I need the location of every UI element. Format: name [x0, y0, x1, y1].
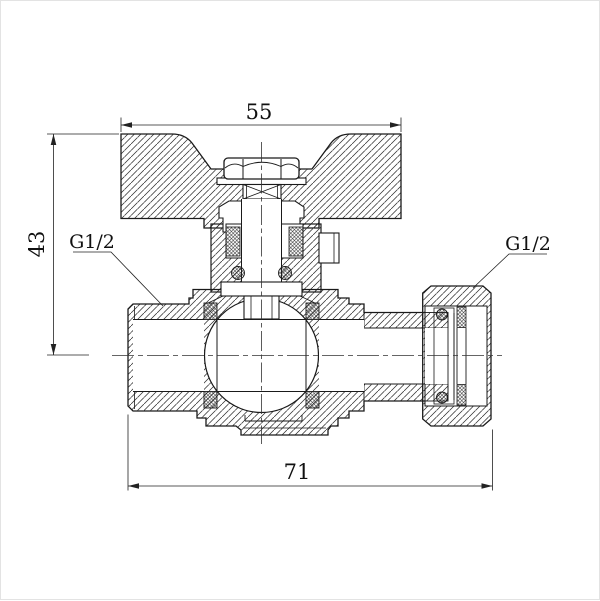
union-nut [422, 285, 492, 427]
dim-bottom-value: 71 [284, 460, 311, 484]
gasket-o-ring-bottom [436, 391, 448, 404]
leader-right [472, 253, 547, 289]
thread-label-right: G1/2 [505, 233, 551, 255]
dimension-43 [47, 133, 119, 356]
dimension-71 [127, 414, 493, 491]
leader-left [73, 251, 164, 307]
dimension-55 [120, 117, 402, 132]
stem-square-neck [242, 183, 282, 200]
thread-label-left: G1/2 [69, 231, 115, 253]
ball-seats [203, 302, 320, 409]
dim-left-value: 43 [25, 231, 49, 258]
centerlines [112, 142, 502, 444]
handle-stop-tab [318, 232, 340, 264]
gasket-o-ring-top [436, 308, 448, 321]
stem-o-rings [231, 266, 292, 280]
bottom-plug [243, 415, 326, 429]
dim-top-value: 55 [246, 100, 273, 124]
